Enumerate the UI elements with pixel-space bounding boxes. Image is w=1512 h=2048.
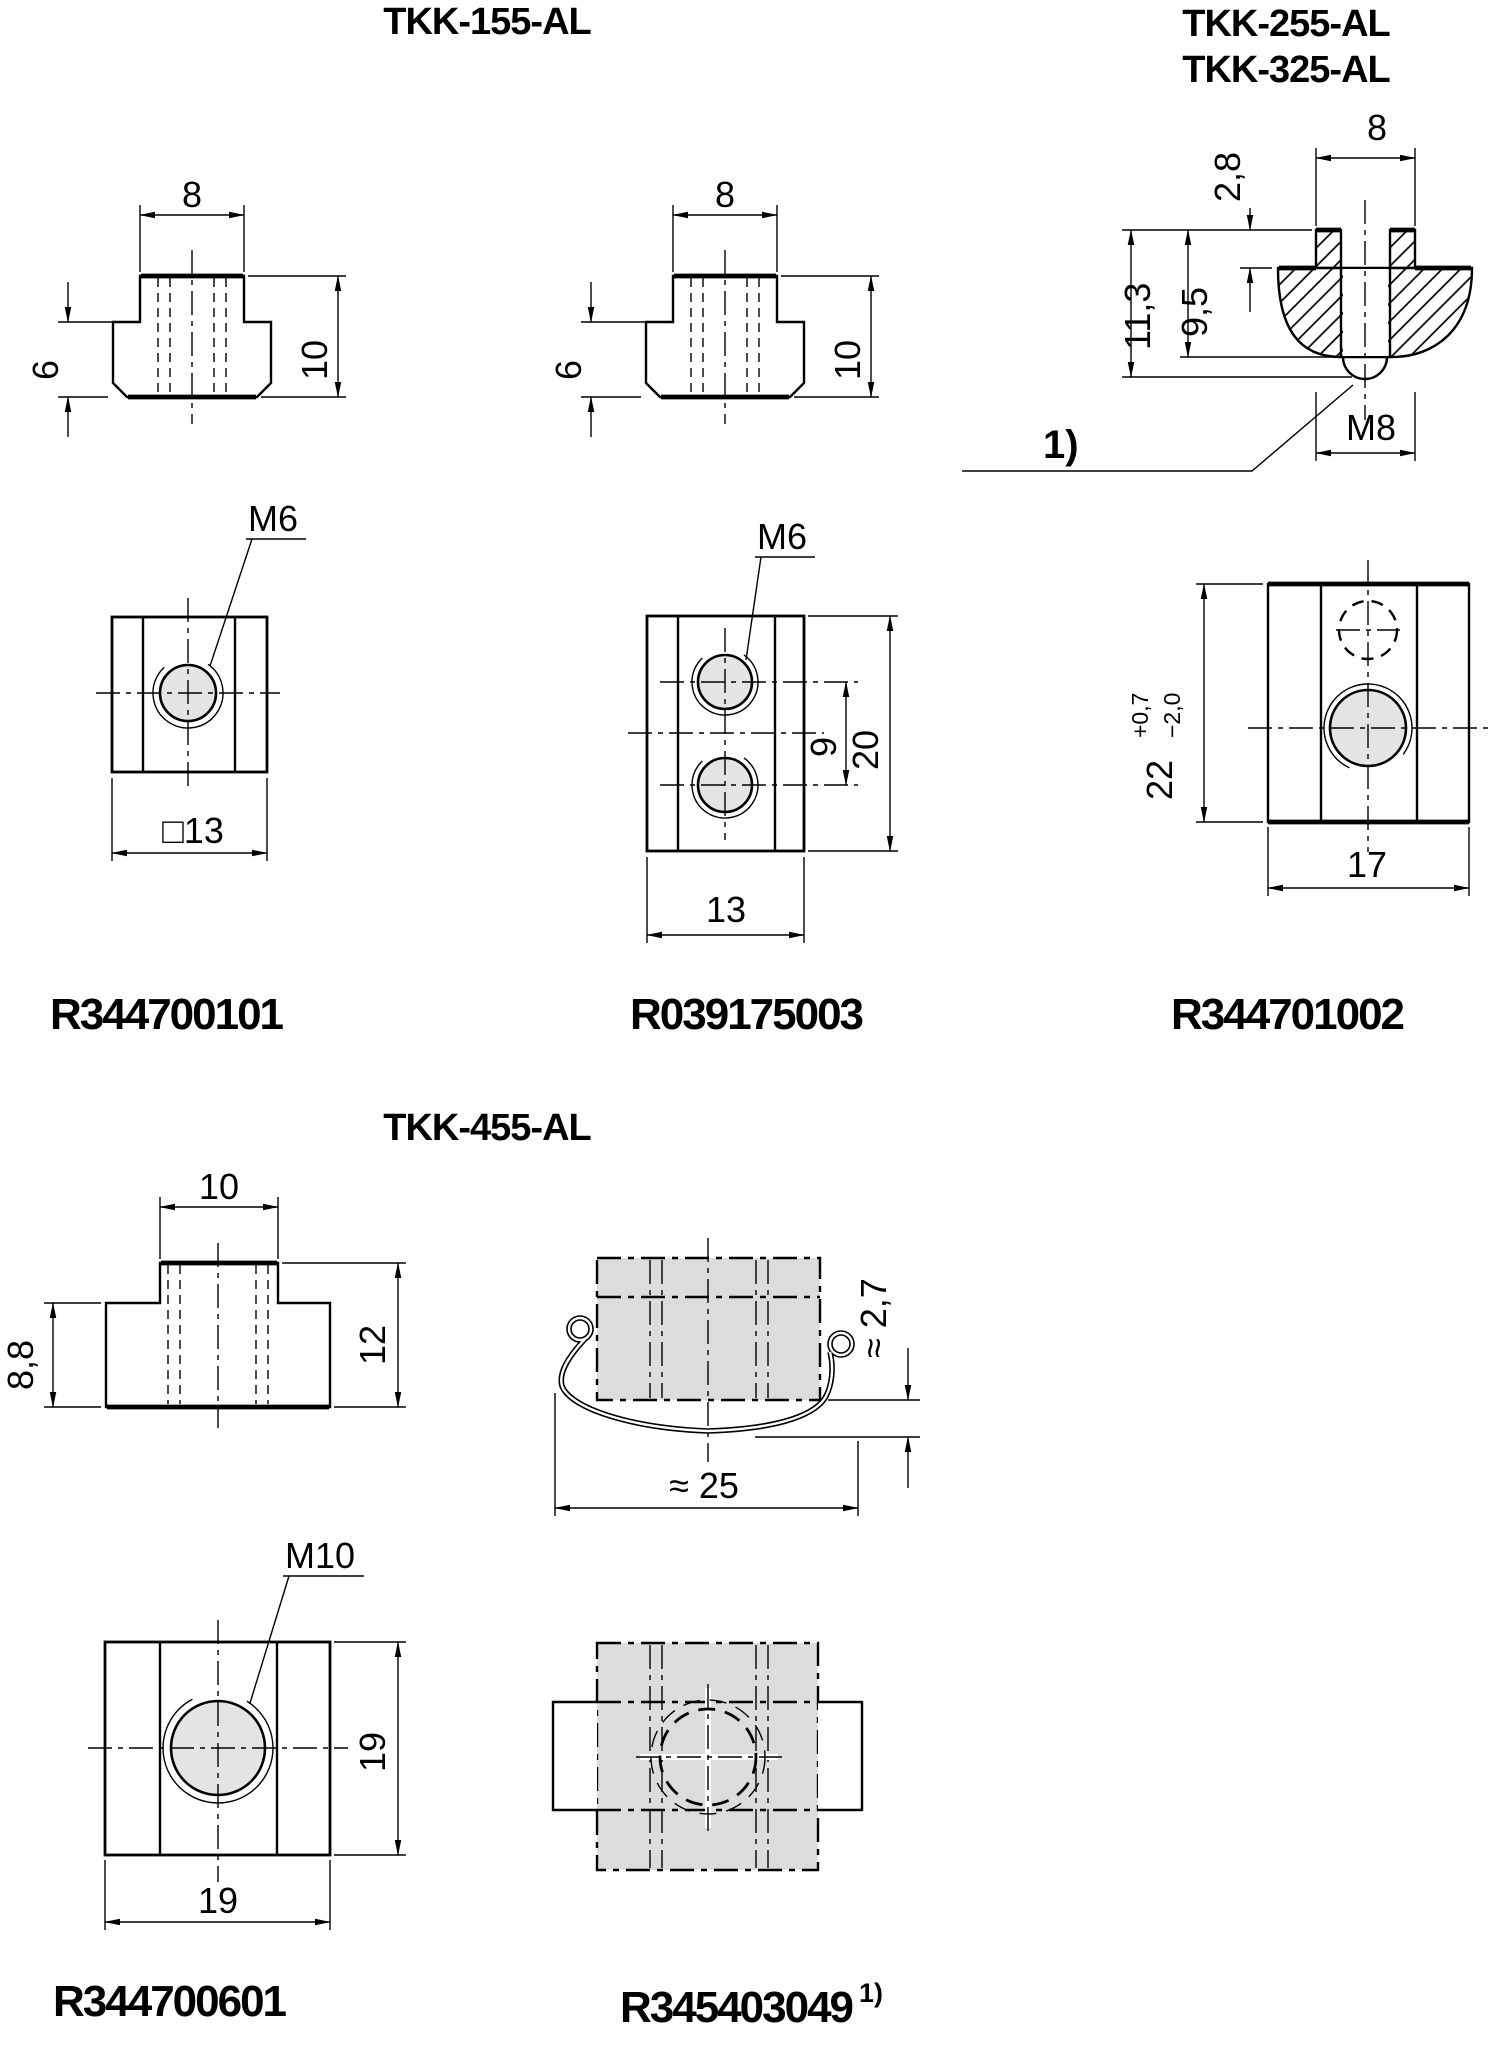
leader-line [745, 556, 762, 661]
figure-tkk455-topview: M10 19 19 [88, 1535, 406, 1930]
figure-tkk255-section: 8 2,8 11,3 9,5 M8 [962, 107, 1474, 472]
clip-curl-inner [828, 1331, 854, 1357]
dim-label-thread-m10: M10 [285, 1535, 355, 1576]
figure-tkk255-topview: 22 +0,7 −2,0 17 [1127, 560, 1492, 896]
dim-label-height-22-group: 22 +0,7 −2,0 [1127, 693, 1185, 800]
leader-line [249, 1575, 290, 1704]
dim-label-2-8: 2,8 [1207, 152, 1248, 202]
part-number-1: R344700101 [50, 990, 284, 1039]
collar-wall-hatched [1314, 228, 1343, 270]
title-tkk-155: TKK-155-AL [383, 1, 591, 43]
dim-label-height-22: 22 [1139, 760, 1180, 800]
part-number-2: R039175003 [630, 990, 863, 1039]
dim-label-height-10: 10 [827, 340, 868, 380]
title-tkk-455: TKK-455-AL [383, 1107, 591, 1149]
nut-tab [818, 1702, 862, 1810]
dim-label-thread-m6: M6 [757, 516, 807, 557]
clip-curl-inner [567, 1316, 593, 1342]
dim-label-width-19: 19 [198, 1880, 238, 1921]
dim-label-clip-2-7: ≈ 2,7 [853, 1278, 894, 1358]
dim-label-width-10: 10 [199, 1166, 239, 1207]
figure-tkk155-section-middle: 8 6 10 [548, 174, 879, 437]
part-number-5-footnote: 1) [859, 1978, 883, 2008]
title-tkk-325: TKK-325-AL [1182, 49, 1390, 91]
figure-tkk455-clip-topview [551, 1641, 864, 1872]
t-nut-outline [104, 1261, 332, 1409]
dim-label-9-5: 9,5 [1174, 287, 1215, 337]
dim-label-height-6: 6 [25, 360, 66, 380]
dim-label-11-3: 11,3 [1117, 283, 1158, 350]
thread-circle [691, 648, 759, 716]
dim-label-width-8: 8 [715, 174, 735, 215]
dim-label-clip-25: ≈ 25 [669, 1465, 739, 1506]
nut-tab-outline [551, 1700, 597, 1812]
collar-wall-hatched [1388, 228, 1417, 270]
thread-circle [162, 1692, 274, 1804]
spring-clip-wire-inner [560, 1338, 834, 1433]
dim-tolerance-minus: −2,0 [1159, 693, 1185, 738]
dim-label-height-19: 19 [352, 1732, 393, 1772]
dim-label-thread-m8: M8 [1346, 407, 1396, 448]
leader-line [209, 538, 253, 667]
dim-label-height-8-8: 8,8 [0, 1340, 41, 1390]
dim-label-width-8: 8 [182, 174, 202, 215]
nut-outline [110, 615, 269, 774]
dim-label-thread-m6: M6 [248, 498, 298, 539]
part-number-5: R345403049 [620, 1983, 853, 2032]
leader-line [962, 384, 1354, 472]
figure-tkk155-section-left: 8 6 10 [25, 174, 346, 437]
figure-tkk455-section: 10 8,8 12 [0, 1166, 406, 1428]
title-tkk-255: TKK-255-AL [1182, 3, 1390, 45]
dim-tolerance-plus: +0,7 [1127, 693, 1153, 738]
dim-label-width-17: 17 [1347, 844, 1387, 885]
footnote-marker: 1) [1043, 423, 1079, 467]
part-number-4: R344700601 [53, 1977, 287, 2026]
thread-circle [152, 657, 224, 729]
dim-label-height-12: 12 [352, 1325, 393, 1365]
dim-label-square-13: □13 [162, 810, 224, 851]
nut-tab-outline [818, 1700, 864, 1812]
dim-label-width-13: 13 [706, 889, 746, 930]
thread-circle [1323, 683, 1413, 773]
nut-tab [553, 1702, 597, 1810]
figure-tkk155-topview-double: M6 9 20 13 [628, 516, 898, 943]
figure-tkk155-topview-left: M6 □13 [96, 498, 306, 861]
figure-tkk455-clip-sideview: ≈ 2,7 ≈ 25 [554, 1238, 920, 1516]
dim-label-length-20: 20 [845, 730, 886, 770]
dim-label-height-10: 10 [294, 340, 335, 380]
dim-label-width-8: 8 [1367, 107, 1387, 148]
dim-label-height-6: 6 [548, 360, 589, 380]
part-number-3: R344701002 [1171, 990, 1404, 1039]
thread-circle [691, 751, 759, 819]
dim-label-spacing-9: 9 [803, 737, 844, 757]
